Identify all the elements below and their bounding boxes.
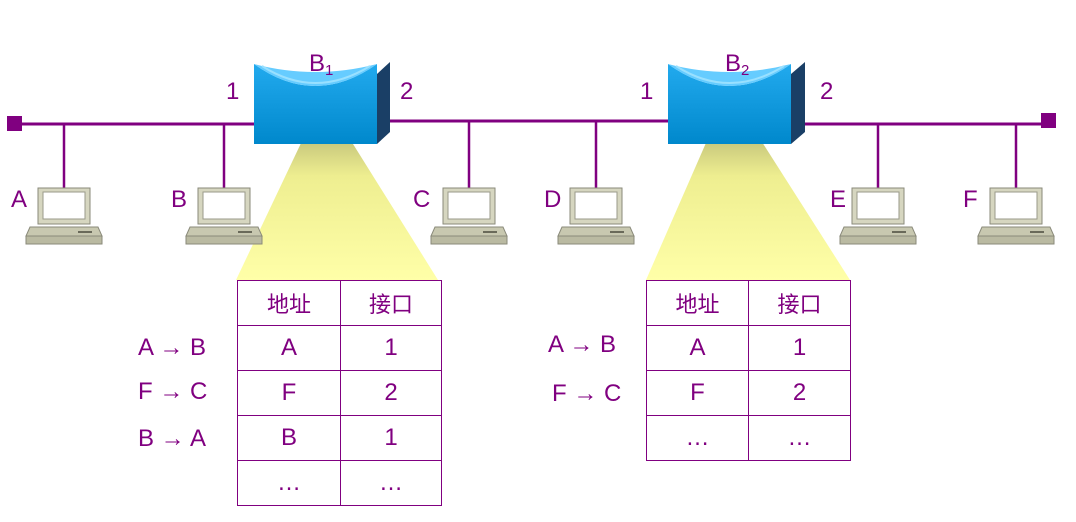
terminator-left [7, 116, 22, 131]
frame-label-b1-row1: A → B [138, 334, 207, 361]
table-cell-address: B [237, 415, 341, 461]
table-cell-interface: … [340, 460, 442, 506]
host-c-label: C [413, 186, 431, 213]
table-row: … … [237, 460, 442, 506]
computer-d-icon [557, 187, 635, 245]
table-cell-interface: … [748, 415, 851, 461]
b1-port-right-label: 2 [400, 78, 414, 105]
computer-f-icon [977, 187, 1055, 245]
host-f-label: F [963, 186, 978, 213]
frame-label-b1-row3: B → A [138, 425, 207, 452]
frame-label-b2-row2: F → C [552, 380, 622, 407]
table-row: A 1 [237, 325, 442, 371]
forwarding-table-b2: 地址 接口 A 1 F 2 … … [646, 280, 851, 461]
computer-a-icon [25, 187, 103, 245]
b2-port-right-label: 2 [820, 78, 834, 105]
table-cell-address: F [646, 370, 749, 416]
table-cell-address: F [237, 370, 341, 416]
host-d-label: D [544, 186, 562, 213]
computer-c-icon [430, 187, 508, 245]
bridge-b2-label: B2 [725, 50, 750, 80]
beam-b2 [646, 120, 850, 280]
host-e-label: E [830, 186, 847, 213]
computer-b-icon [185, 187, 263, 245]
frame-label-b1-row2: F → C [138, 378, 208, 405]
table-cell-address: A [237, 325, 341, 371]
table-cell-address: … [646, 415, 749, 461]
table-cell-interface: 1 [340, 325, 442, 371]
table-header-row: 地址 接口 [237, 280, 442, 326]
host-b-label: B [171, 186, 188, 213]
forwarding-table-b1: 地址 接口 A 1 F 2 B 1 … … [237, 280, 442, 506]
terminator-right [1041, 113, 1056, 128]
table-cell-interface: 2 [748, 370, 851, 416]
table-cell-interface: 2 [340, 370, 442, 416]
host-a-label: A [11, 186, 28, 213]
bridge-b2-icon [668, 62, 805, 144]
table-cell-address: … [237, 460, 341, 506]
table-cell-address: A [646, 325, 749, 371]
header-address: 地址 [646, 280, 749, 326]
b2-port-left-label: 1 [640, 78, 654, 105]
beam-b1 [236, 120, 438, 280]
table-row: F 2 [646, 370, 851, 416]
table-row: … … [646, 415, 851, 461]
header-address: 地址 [237, 280, 341, 326]
header-interface: 接口 [748, 280, 851, 326]
bridge-b1-label: B1 [309, 50, 334, 80]
table-cell-interface: 1 [340, 415, 442, 461]
table-row: A 1 [646, 325, 851, 371]
bridge-b1-icon [254, 62, 390, 144]
table-row: B 1 [237, 415, 442, 461]
table-cell-interface: 1 [748, 325, 851, 371]
header-interface: 接口 [340, 280, 442, 326]
frame-label-b2-row1: A → B [548, 331, 617, 358]
table-row: F 2 [237, 370, 442, 416]
b1-port-left-label: 1 [226, 78, 240, 105]
computer-e-icon [839, 187, 917, 245]
table-header-row: 地址 接口 [646, 280, 851, 326]
